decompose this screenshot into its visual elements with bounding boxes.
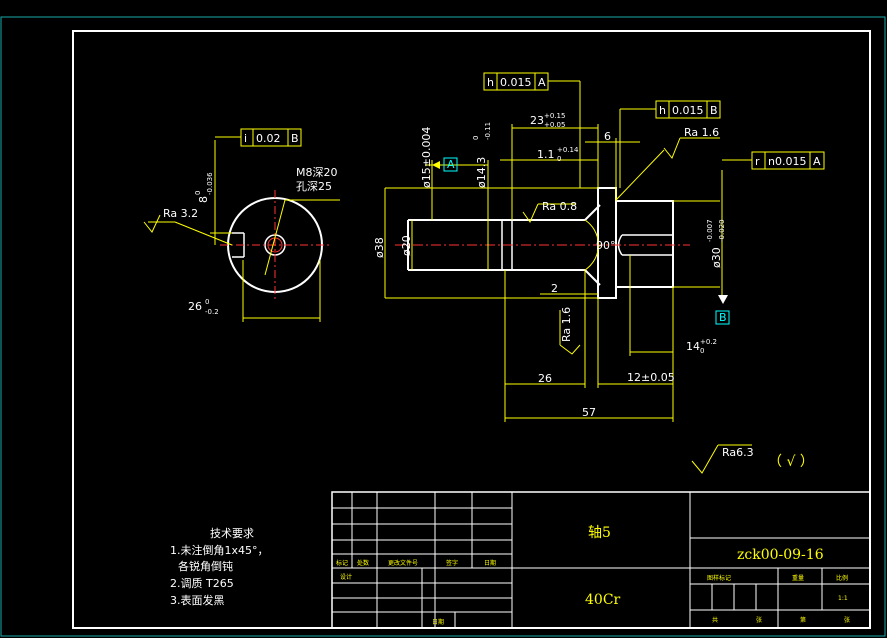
ra-6-3: Ra6.3 — [722, 446, 754, 459]
dim-phi30-tol-low: -0.020 — [718, 219, 726, 242]
dim-14-tol-up: +0.2 — [700, 338, 717, 346]
dim-23-tol-low: +0.05 — [544, 121, 565, 129]
tb-header-change-doc: 更改文件号 — [388, 559, 418, 567]
dim-26: 26 — [538, 372, 552, 385]
note-item-4: 3.表面发黑 — [170, 593, 225, 607]
general-roughness-check: （ √ ） — [768, 454, 814, 470]
datum-b-label: B — [719, 311, 727, 324]
dim-phi14-3-tol-up: 0 — [472, 136, 480, 140]
dim-14-tol-low: 0 — [700, 347, 704, 355]
tol-h-a-sym: h — [487, 76, 494, 89]
tol-i-val: 0.02 — [256, 132, 281, 145]
dim-phi15: ø15±0.004 — [420, 127, 433, 188]
tol-i-sym: i — [244, 132, 247, 145]
dim-26-end: 26 — [188, 300, 202, 313]
dim-2: 2 — [551, 282, 558, 295]
dim-12: 12±0.05 — [627, 371, 675, 384]
dim-1-1: 1.1 — [537, 148, 555, 161]
tb-date-label: 日期 — [432, 618, 444, 626]
tol-r-a-sym: r — [755, 155, 760, 168]
tb-sheet-end-label: 张 — [844, 616, 850, 624]
material: 40Cr — [585, 592, 621, 608]
part-name: 轴5 — [588, 525, 611, 541]
dim-8-tol-up: 0 — [194, 191, 202, 195]
tol-r-a-datum: A — [813, 155, 821, 168]
tb-design-label: 设计 — [340, 573, 352, 581]
ra-1-6-bottom: Ra 1.6 — [560, 307, 573, 342]
dim-phi14-3-tol-low: -0.11 — [484, 122, 492, 140]
hole-depth-label: 孔深25 — [296, 180, 332, 193]
title-block — [331, 491, 871, 629]
dim-23: 23 — [530, 114, 544, 127]
tol-h-b-val: 0.015 — [672, 104, 704, 117]
tb-sheet-label: 张 — [756, 616, 762, 624]
ra-0-8: Ra 0.8 — [542, 200, 577, 213]
scale-value: 1:1 — [838, 595, 848, 602]
tol-h-b-sym: h — [659, 104, 666, 117]
tb-header-mark: 标记 — [336, 559, 348, 567]
dim-8-tol-low: -0.036 — [206, 172, 214, 195]
tol-r-a-val: n0.015 — [768, 155, 806, 168]
dim-23-tol-up: +0.15 — [544, 112, 565, 120]
dim-phi38: ø38 — [373, 237, 386, 258]
tol-h-a-datum: A — [538, 76, 546, 89]
tb-header-date: 日期 — [484, 559, 496, 567]
angle-90: 90° — [596, 239, 616, 252]
note-item-1: 1.未注倒角1x45°， — [170, 543, 269, 557]
tb-header-count: 处数 — [357, 559, 369, 567]
dim-phi14-3: ø14.3 — [475, 157, 488, 188]
tol-i-datum: B — [291, 132, 299, 145]
dim-26-end-tol-low: -0.2 — [205, 308, 219, 316]
drawing-number: zck00-09-16 — [737, 547, 824, 563]
dim-1-1-tol-low: 0 — [557, 155, 561, 163]
dim-phi20: ø20 — [400, 235, 413, 256]
tol-h-b-datum: B — [710, 104, 718, 117]
m8-thread-label: M8深20 — [296, 166, 338, 179]
dim-57: 57 — [582, 406, 596, 419]
dim-8: 8 — [197, 196, 210, 203]
notes-title: 技术要求 — [210, 527, 254, 540]
dim-26-end-tol-up: 0 — [205, 298, 209, 306]
tb-sheets-label: 共 — [712, 616, 718, 624]
note-item-3: 2.调质 T265 — [170, 577, 234, 590]
dim-6: 6 — [604, 130, 611, 143]
note-item-2: 各锐角倒钝 — [178, 559, 233, 573]
tb-header-sign: 签字 — [446, 559, 458, 567]
tol-h-a-val: 0.015 — [500, 76, 532, 89]
tb-ratio-label: 比例 — [836, 574, 848, 582]
datum-a-label: A — [447, 158, 455, 171]
main-view — [384, 72, 825, 474]
viewport-frame — [0, 16, 886, 637]
dim-1-1-tol-up: +0.14 — [557, 146, 579, 154]
dim-phi30-tol-up: -0.007 — [706, 219, 714, 242]
dim-14: 14 — [686, 340, 700, 353]
dim-phi30: ø30 — [710, 247, 723, 268]
tb-weight-label: 重量 — [792, 574, 804, 582]
ra-3-2-label: Ra 3.2 — [163, 207, 198, 220]
ra-1-6-top: Ra 1.6 — [684, 126, 719, 139]
end-view — [143, 128, 340, 322]
tb-stage-label: 图样标记 — [707, 574, 731, 582]
tb-sheet-of-label: 第 — [800, 616, 806, 624]
